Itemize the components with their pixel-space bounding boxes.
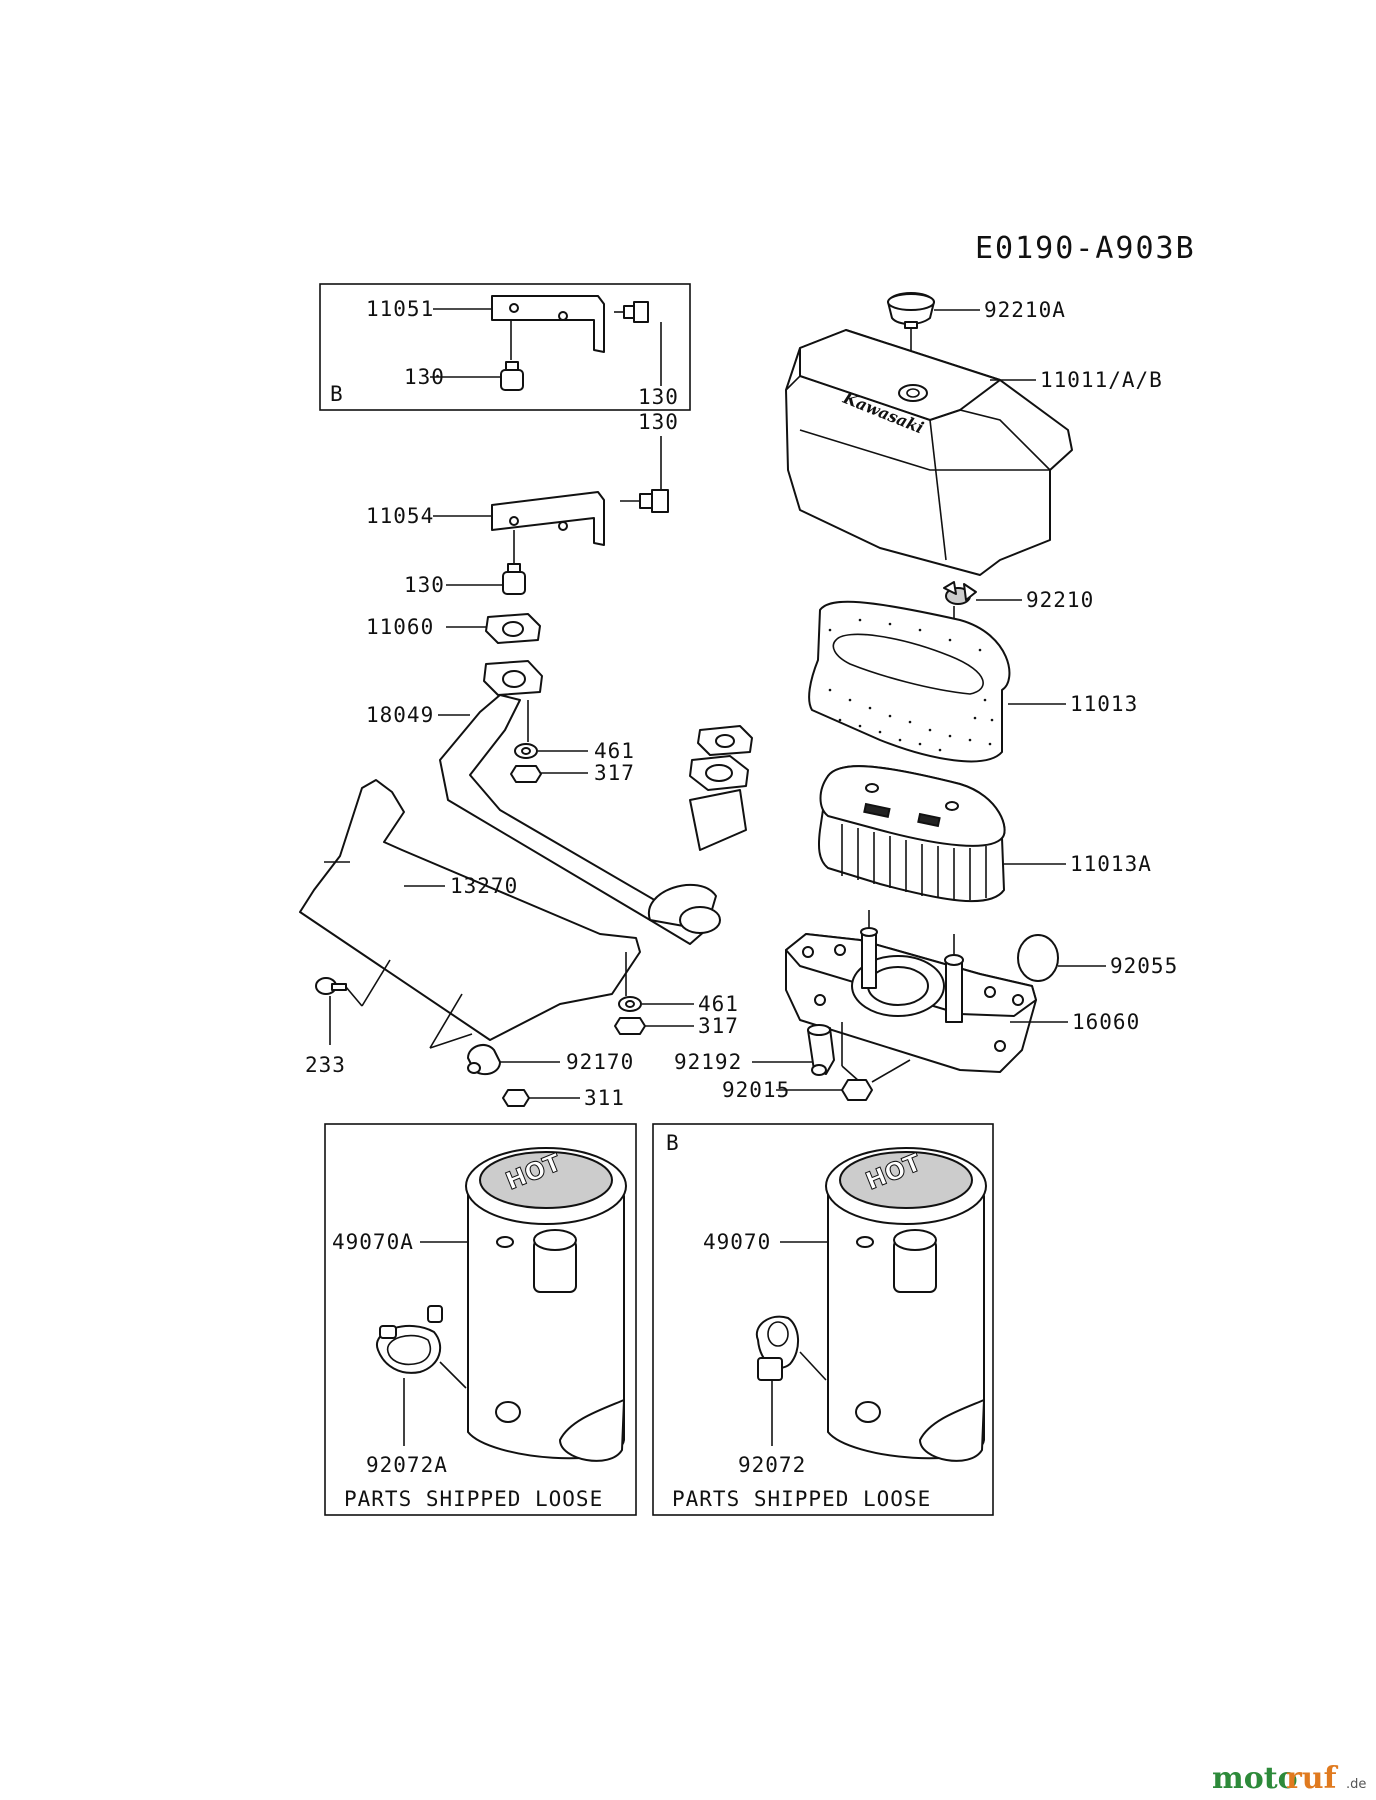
bracket-11051[interactable] bbox=[491, 295, 605, 353]
air-cleaner-base-16060[interactable] bbox=[785, 910, 1037, 1073]
label-49070: 49070 bbox=[703, 1230, 771, 1254]
site-watermark: moto ruf .de bbox=[1212, 1761, 1366, 1796]
label-92072: 92072 bbox=[738, 1453, 806, 1477]
label-92072A: 92072A bbox=[366, 1453, 448, 1477]
label-317: 317 bbox=[594, 761, 635, 785]
filter-element-11013A[interactable] bbox=[818, 765, 1006, 903]
leader bbox=[429, 1033, 473, 1049]
washer-461-lower[interactable] bbox=[618, 996, 642, 1012]
watermark-ruf: ruf bbox=[1286, 1761, 1339, 1796]
gasket-11060[interactable] bbox=[485, 613, 541, 644]
label-317: 317 bbox=[698, 1014, 739, 1038]
nut-317-upper[interactable] bbox=[510, 765, 542, 783]
parts-shipped-loose-left: PARTS SHIPPED LOOSE bbox=[344, 1487, 603, 1511]
label-11013: 11013 bbox=[1070, 692, 1138, 716]
label-11060: 11060 bbox=[366, 615, 434, 639]
nut-317-lower[interactable] bbox=[614, 1017, 646, 1035]
muffler-49070A[interactable]: HOT bbox=[465, 1147, 627, 1462]
label-92210A: 92210A bbox=[984, 298, 1066, 322]
muffler-box-right bbox=[652, 1123, 994, 1516]
label-92170: 92170 bbox=[566, 1050, 634, 1074]
label-92192: 92192 bbox=[674, 1050, 742, 1074]
label-92055: 92055 bbox=[1110, 954, 1178, 978]
breather-92192[interactable] bbox=[807, 1024, 835, 1076]
bracket-box-b bbox=[319, 283, 691, 411]
label-130: 130 bbox=[638, 410, 679, 434]
heat-shield-13270[interactable] bbox=[299, 779, 641, 1041]
o-ring-92055[interactable] bbox=[1017, 934, 1059, 982]
bolt-130-top-right[interactable] bbox=[614, 301, 649, 323]
label-461: 461 bbox=[698, 992, 739, 1016]
muffler-clamp-92072[interactable] bbox=[755, 1315, 799, 1381]
label-92210: 92210 bbox=[1026, 588, 1094, 612]
label-18049: 18049 bbox=[366, 703, 434, 727]
nut-311[interactable] bbox=[502, 1089, 530, 1107]
clamp-92170[interactable] bbox=[467, 1043, 501, 1076]
label-11054: 11054 bbox=[366, 504, 434, 528]
bracket-hole bbox=[558, 521, 568, 531]
nut-130-top-left[interactable] bbox=[500, 361, 524, 391]
wing-knob-92210A[interactable] bbox=[887, 292, 935, 329]
bolt-233[interactable] bbox=[315, 977, 347, 995]
bracket-hole bbox=[509, 516, 519, 526]
box-b-tag: B bbox=[666, 1131, 680, 1155]
label-11011: 11011/A/B bbox=[1040, 368, 1163, 392]
leader bbox=[345, 986, 363, 1007]
leader bbox=[799, 1351, 827, 1381]
wing-nut-92210[interactable] bbox=[943, 581, 977, 605]
muffler-clamp-92072A[interactable] bbox=[375, 1305, 443, 1374]
bolt-130-mid-right[interactable] bbox=[620, 489, 669, 513]
air-cleaner-cover-11011[interactable]: Kawasaki bbox=[785, 329, 1073, 576]
label-16060: 16060 bbox=[1072, 1010, 1140, 1034]
label-11051: 11051 bbox=[366, 297, 434, 321]
nut-130-mid-left[interactable] bbox=[502, 563, 526, 595]
label-49070A: 49070A bbox=[332, 1230, 414, 1254]
leader bbox=[429, 993, 463, 1049]
label-461: 461 bbox=[594, 739, 635, 763]
label-130: 130 bbox=[404, 365, 445, 389]
bracket-hole bbox=[509, 303, 519, 313]
pre-cleaner-11013[interactable] bbox=[808, 600, 1011, 763]
muffler-box-left bbox=[324, 1123, 637, 1516]
label-13270: 13270 bbox=[450, 874, 518, 898]
label-311: 311 bbox=[584, 1086, 625, 1110]
watermark-moto: moto bbox=[1212, 1761, 1298, 1796]
watermark-tld: .de bbox=[1346, 1777, 1366, 1792]
label-130: 130 bbox=[404, 573, 445, 597]
box-b-tag: B bbox=[330, 382, 344, 406]
bracket-11054[interactable] bbox=[491, 491, 605, 546]
diagram-code: E0190-A903B bbox=[975, 231, 1196, 266]
parts-shipped-loose-right: PARTS SHIPPED LOOSE bbox=[672, 1487, 931, 1511]
bracket-hole bbox=[558, 311, 568, 321]
exhaust-pipe-18049[interactable] bbox=[439, 660, 753, 945]
leader bbox=[871, 1059, 911, 1083]
label-130: 130 bbox=[638, 385, 679, 409]
label-11013A: 11013A bbox=[1070, 852, 1152, 876]
muffler-49070[interactable]: HOT bbox=[825, 1147, 987, 1462]
label-92015: 92015 bbox=[722, 1078, 790, 1102]
label-233: 233 bbox=[305, 1053, 346, 1077]
nut-92015[interactable] bbox=[841, 1079, 873, 1101]
washer-461-upper[interactable] bbox=[514, 743, 538, 759]
leader bbox=[439, 1361, 467, 1389]
leader bbox=[361, 959, 391, 1007]
